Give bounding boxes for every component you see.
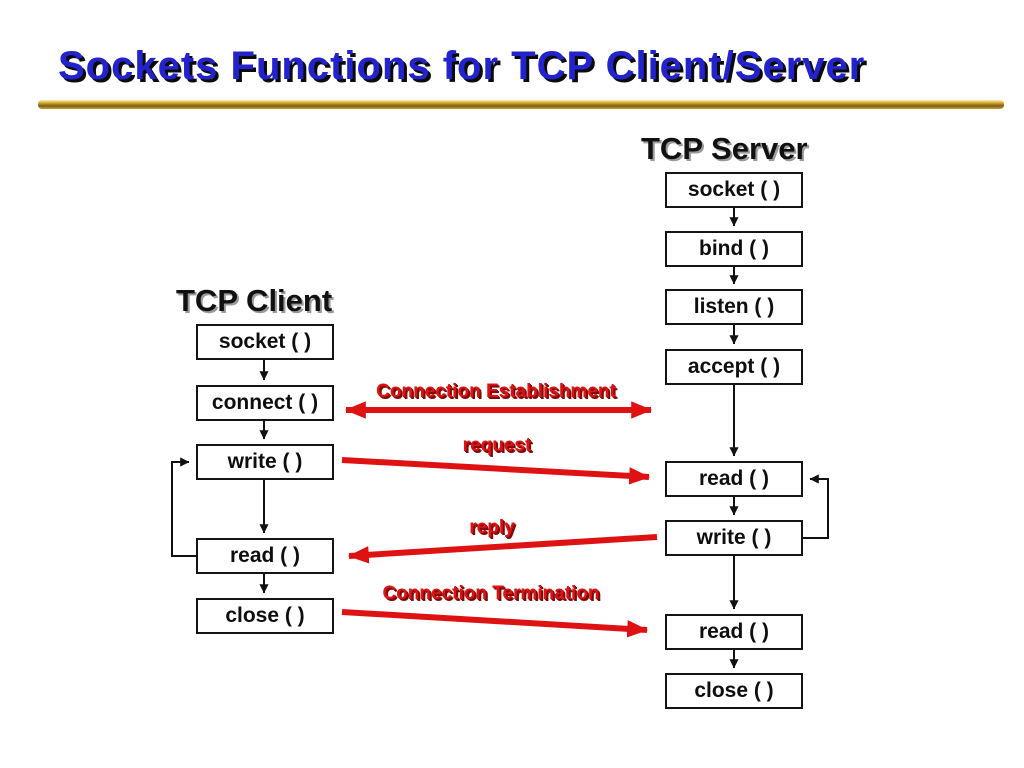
connection-termination-arrow <box>341 609 649 638</box>
client-heading: TCP Client <box>176 283 333 318</box>
server-box-accept: accept ( ) <box>665 349 803 385</box>
client-box-close: close ( ) <box>196 598 334 634</box>
server-box-listen: listen ( ) <box>665 289 803 325</box>
server-box-socket: socket ( ) <box>665 172 803 208</box>
server-heading: TCP Server <box>641 131 808 166</box>
client-box-connect: connect ( ) <box>196 385 334 421</box>
server-box-close: close ( ) <box>665 673 803 709</box>
server-box-read1: read ( ) <box>665 461 803 497</box>
connection-establishment-label: Connection Establishment <box>376 381 616 402</box>
slide-title: Sockets Functions for TCP Client/Server <box>58 44 866 88</box>
server-box-read2: read ( ) <box>665 614 803 650</box>
client-box-socket: socket ( ) <box>196 324 334 360</box>
client-box-write: write ( ) <box>196 444 334 480</box>
server-box-bind: bind ( ) <box>665 231 803 267</box>
connection-termination-label: Connection Termination <box>382 583 600 604</box>
request-arrow <box>341 457 651 485</box>
title-divider-bar <box>38 100 1004 109</box>
client-box-read: read ( ) <box>196 538 334 574</box>
reply-label: reply <box>469 517 515 538</box>
request-label: request <box>462 435 532 456</box>
client-read-write-loop-arrow <box>171 457 196 557</box>
server-write-read-loop-arrow <box>803 474 829 539</box>
server-box-write: write ( ) <box>665 520 803 556</box>
reply-arrow <box>347 534 658 564</box>
